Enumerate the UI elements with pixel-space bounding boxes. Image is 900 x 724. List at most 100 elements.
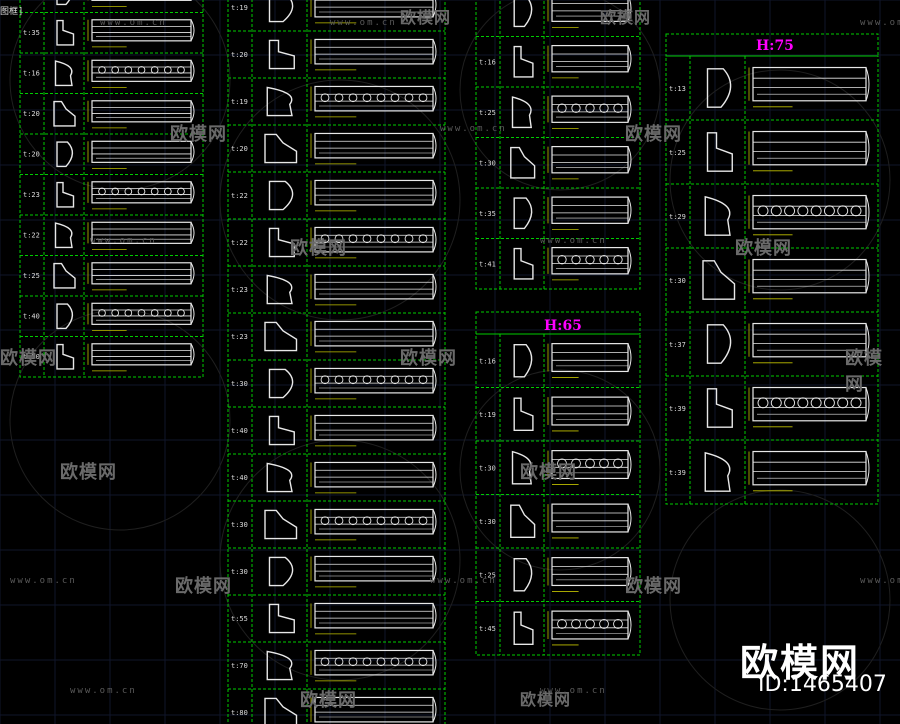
watermark-text: 欧模网 xyxy=(290,238,347,259)
row-label: t:25 xyxy=(23,272,40,280)
molding-end xyxy=(432,180,437,206)
molding-profile xyxy=(702,260,736,300)
molding-profile xyxy=(266,462,293,493)
molding-bead xyxy=(585,458,595,469)
molding-profile xyxy=(264,133,298,164)
molding-bead xyxy=(320,375,330,385)
molding-bead xyxy=(837,397,849,409)
molding-bead xyxy=(177,309,185,317)
molding-elevation xyxy=(314,85,434,112)
molding-bead xyxy=(784,397,796,409)
molding-end xyxy=(432,697,437,723)
watermark-site: www.om.cn xyxy=(70,686,137,696)
molding-bead xyxy=(390,657,400,667)
molding-elevation xyxy=(551,557,629,587)
watermark-circle xyxy=(459,0,661,191)
molding-bead xyxy=(362,657,372,667)
molding-bead xyxy=(557,619,567,629)
molding-profile xyxy=(56,19,75,46)
watermark-site: www.om.cn xyxy=(440,124,507,134)
molding-bead xyxy=(177,187,185,196)
molding-end xyxy=(432,509,437,535)
row-label: t:50 xyxy=(23,353,40,361)
molding-end xyxy=(190,60,195,82)
molding-elevation xyxy=(314,132,434,159)
molding-profile xyxy=(513,247,534,280)
molding-end xyxy=(627,503,632,533)
molding-profile xyxy=(54,222,73,249)
molding-end xyxy=(432,415,437,441)
molding-bead xyxy=(571,458,581,469)
row-label: t:30 xyxy=(231,568,248,576)
row-label: t:55 xyxy=(231,615,248,623)
molding-elevation xyxy=(314,649,434,676)
molding-profile xyxy=(513,45,534,78)
molding-end xyxy=(627,196,632,224)
molding-bead xyxy=(557,458,567,469)
molding-profile xyxy=(268,39,295,70)
molding-bead xyxy=(797,205,809,217)
molding-end xyxy=(432,321,437,347)
molding-profile xyxy=(264,321,298,352)
molding-profile xyxy=(268,0,294,23)
molding-end xyxy=(190,303,195,325)
molding-profile xyxy=(54,60,73,87)
molding-bead xyxy=(150,187,159,196)
watermark-circle xyxy=(669,489,891,711)
molding-end xyxy=(627,450,632,479)
molding-profile xyxy=(264,509,298,540)
molding-bead xyxy=(348,516,358,526)
row-label: t:22 xyxy=(231,239,248,247)
molding-bead xyxy=(334,516,344,526)
molding-end xyxy=(865,195,870,229)
molding-elevation xyxy=(91,19,192,42)
row-label: t:29 xyxy=(669,213,686,221)
molding-bead xyxy=(150,309,159,317)
molding-profile xyxy=(513,611,534,645)
molding-end xyxy=(432,227,437,253)
molding-bead xyxy=(418,516,428,526)
molding-bead xyxy=(404,234,414,244)
molding-elevation xyxy=(551,396,629,426)
row-label: t:30 xyxy=(231,380,248,388)
row-label: t:19 xyxy=(479,411,496,419)
row-label: t:23 xyxy=(231,333,248,341)
watermark-site: www.om.cn xyxy=(540,686,607,696)
watermark-text: 欧模网 xyxy=(520,462,577,483)
molding-end xyxy=(190,100,195,123)
molding-profile xyxy=(513,558,533,592)
molding-bead xyxy=(98,66,106,74)
row-label: t:20 xyxy=(231,51,248,59)
molding-bead xyxy=(585,619,595,629)
molding-end xyxy=(865,323,870,357)
row-label: t:30 xyxy=(669,277,686,285)
molding-bead xyxy=(334,234,344,244)
watermark-site: www.om.cn xyxy=(540,236,607,246)
molding-elevation xyxy=(314,38,434,65)
molding-profile xyxy=(56,181,75,208)
row-label: t:23 xyxy=(231,286,248,294)
watermark-text: 欧模网 xyxy=(520,690,572,709)
row-label: t:16 xyxy=(23,69,40,77)
molding-end xyxy=(432,462,437,488)
molding-profile xyxy=(268,556,294,587)
molding-bead xyxy=(599,103,609,113)
molding-elevation xyxy=(314,508,434,535)
molding-elevation xyxy=(752,194,867,230)
section-header-h65: H:65 xyxy=(544,318,582,334)
molding-elevation xyxy=(314,0,434,18)
molding-bead xyxy=(164,187,172,196)
molding-end xyxy=(190,262,195,285)
molding-profile xyxy=(706,324,732,364)
row-label: t:23 xyxy=(23,191,40,199)
molding-elevation xyxy=(752,322,867,358)
watermark-circle xyxy=(459,369,661,571)
molding-bead xyxy=(404,93,414,103)
molding-bead xyxy=(571,255,581,265)
molding-bead xyxy=(557,255,567,265)
molding-bead xyxy=(770,397,782,409)
molding-elevation xyxy=(91,343,192,366)
molding-bead xyxy=(362,234,372,244)
molding-profile xyxy=(56,141,74,168)
